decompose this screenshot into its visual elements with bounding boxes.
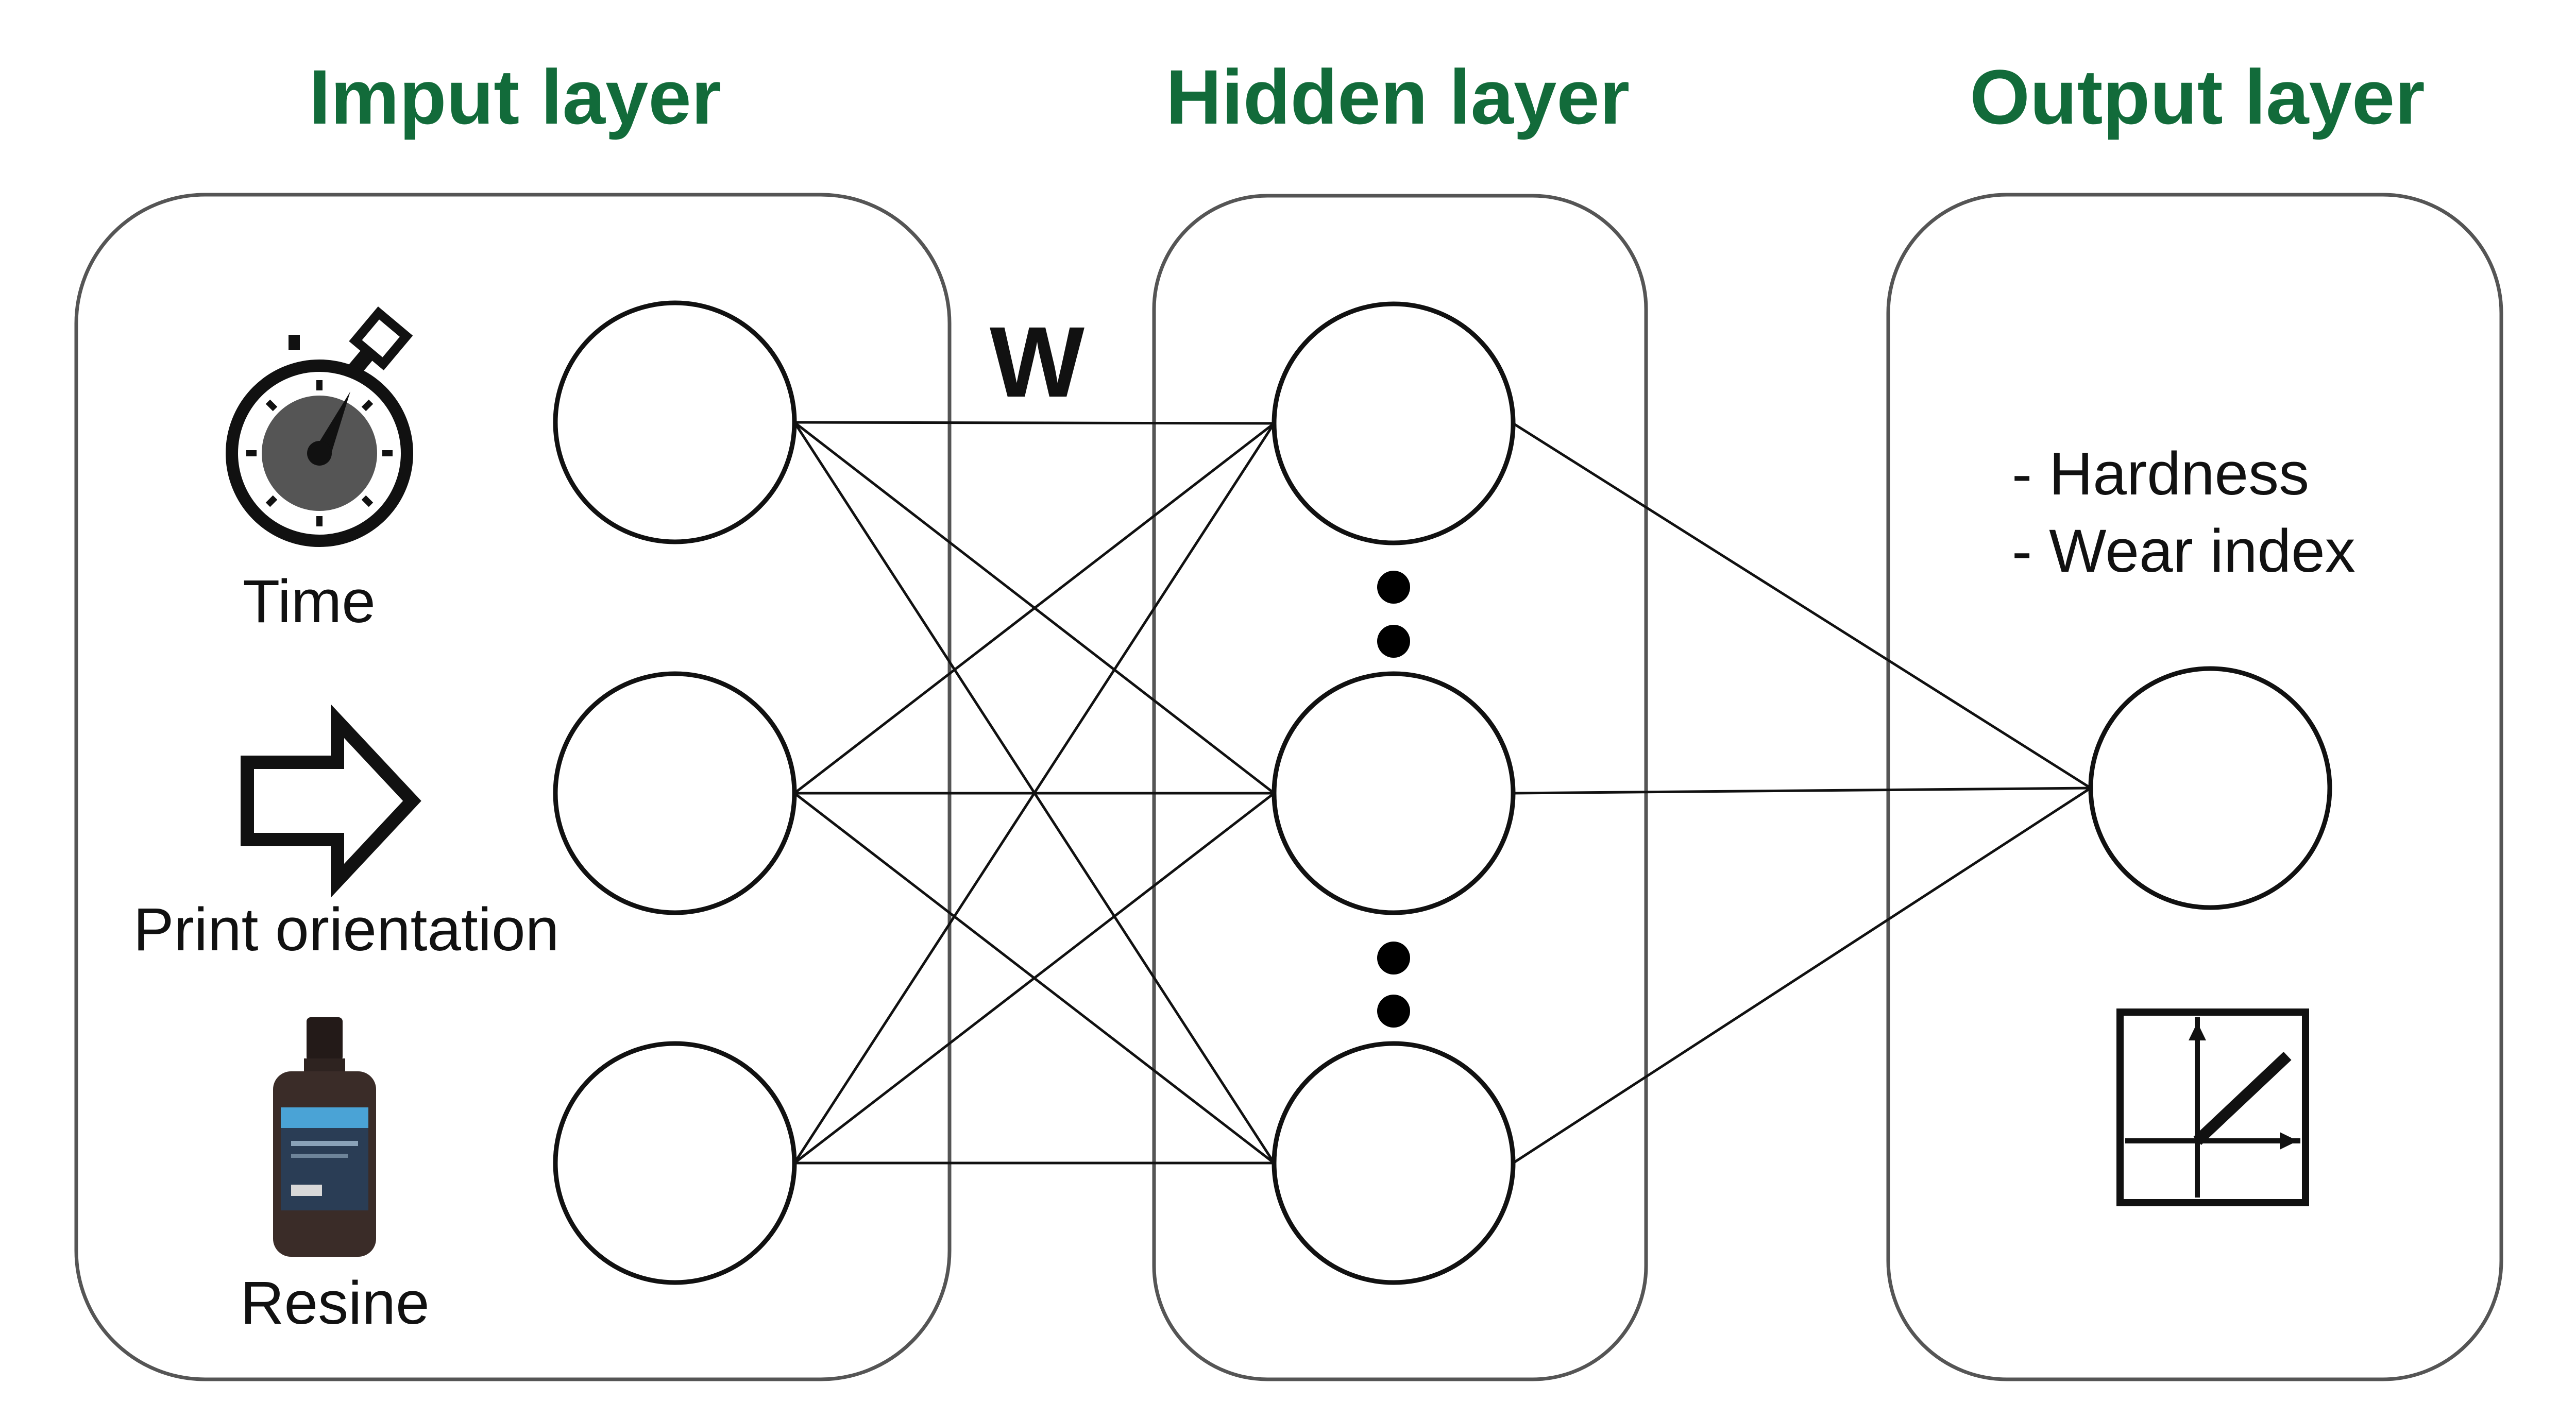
stopwatch-icon [226,306,413,547]
edge-input-3-hidden-2 [793,792,1275,1164]
input-label-resine: Resine [240,1269,429,1337]
arrow-right-icon [241,704,421,898]
edge-input-2-hidden-1 [793,422,1275,794]
edge-input-1-hidden-1 [794,421,1275,425]
network-nodes [553,300,2332,1285]
hidden-node-2 [1272,671,1516,915]
input-node-2 [553,671,797,915]
weight-connections [793,421,2092,1165]
hidden-ellipsis-top [1377,571,1410,658]
edge-hidden-3-output-1 [1512,787,2092,1165]
resin-bottle-icon [273,1017,376,1257]
output-label-hardness: - Hardness [2012,440,2309,508]
input-node-1 [553,300,797,544]
weights-label: W [990,306,1084,418]
hidden-ellipsis-bottom [1377,942,1410,1028]
hidden-layer-title: Hidden layer [1166,54,1630,140]
edge-hidden-2-output-1 [1513,787,2091,795]
input-label-time: Time [243,568,376,636]
edge-input-3-hidden-1 [793,422,1276,1164]
input-layer-panel [74,193,952,1381]
output-label-wear-index: - Wear index [2012,517,2355,585]
relu-graph-icon [2116,1008,2309,1206]
hidden-node-3 [1272,1041,1516,1285]
hidden-node-1 [1272,301,1516,545]
output-layer-title: Output layer [1970,54,2425,140]
edge-hidden-1-output-1 [1512,422,2092,790]
output-node-1 [2088,666,2332,910]
input-label-print-orientation: Print orientation [133,896,559,964]
input-layer-title: Imput layer [309,54,721,140]
input-node-3 [553,1041,797,1285]
